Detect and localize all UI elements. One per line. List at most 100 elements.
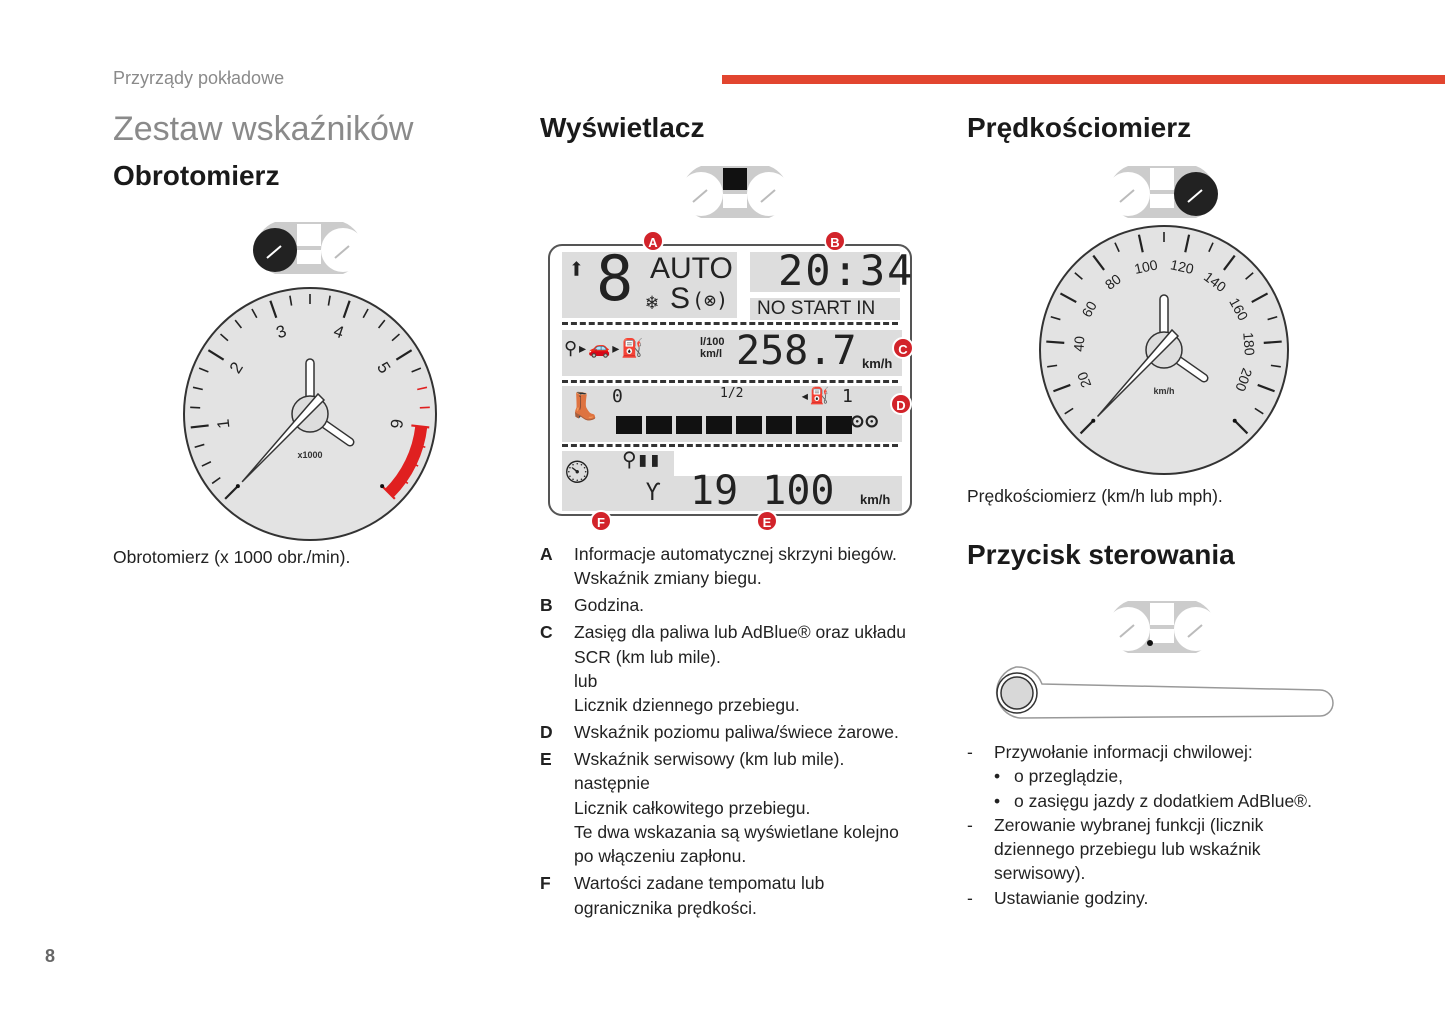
control-button-illustration xyxy=(995,666,1334,719)
fuel-scale-empty: 0 xyxy=(612,386,623,407)
fuel-scale-half: 1/2 xyxy=(720,386,744,401)
gauge-tick xyxy=(419,406,430,409)
gauge-tick xyxy=(1267,315,1278,321)
list-item: -Ustawianie godziny. xyxy=(967,886,1367,910)
gauge-tick xyxy=(269,300,278,319)
gauge-tick xyxy=(417,386,428,391)
legend-text: ogranicznika prędkości. xyxy=(574,897,757,918)
list-text: Ustawianie godziny. xyxy=(994,887,1149,908)
gauge-tick xyxy=(1184,234,1191,253)
legend-item: A Informacje automatycznej skrzyni biegów… xyxy=(540,542,940,591)
gauge-label: 1 xyxy=(214,418,234,430)
gauge-tick xyxy=(251,308,258,319)
instrument-display: ⬆ 8 AUTO ❄ S (⊗) 20:34 NO START IN ⚲▸🚗▸⛽… xyxy=(548,230,915,532)
gauge-tick xyxy=(377,319,386,329)
wrench-icon: Ƴ xyxy=(646,478,661,506)
gauge-tick xyxy=(207,349,225,361)
gauge-tick xyxy=(1208,242,1214,253)
gauge-tick xyxy=(219,333,229,342)
gauge-tick xyxy=(395,349,413,361)
gauge-label: 120 xyxy=(1169,256,1195,277)
gauge-tick xyxy=(1257,383,1275,393)
stop-start-icon: (⊗) xyxy=(692,288,729,312)
gauge-unit: x1000 xyxy=(297,450,322,460)
gauge-label: 6 xyxy=(386,418,406,430)
gauge-tick xyxy=(342,300,351,319)
cluster-icon-display xyxy=(679,166,791,218)
gauge-label: 40 xyxy=(1070,335,1087,352)
legend-text: następnie xyxy=(574,773,650,794)
fuel-level-bar xyxy=(616,416,852,434)
gauge-tick xyxy=(211,477,221,485)
legend-key: D xyxy=(540,722,553,743)
clock: 20:34 xyxy=(778,246,915,295)
gear-indicator: 8 xyxy=(596,242,634,315)
gauge-tick xyxy=(1046,340,1065,344)
gauge-label: 180 xyxy=(1240,332,1258,357)
legend-key: A xyxy=(540,544,553,564)
gauge-tick xyxy=(391,333,401,342)
gauge-tick xyxy=(1074,272,1083,280)
gauge-tick xyxy=(194,443,205,448)
display-heading: Wyświetlacz xyxy=(540,112,705,143)
range-unit: km/h xyxy=(862,356,893,371)
list-text: serwisowy). xyxy=(994,863,1086,884)
list-item: serwisowy). xyxy=(967,861,1367,885)
glow-plug-icon: ʘʘ xyxy=(850,406,879,434)
gauge-tick xyxy=(1270,364,1281,368)
gauge-tick xyxy=(1233,419,1249,435)
gauge-tick xyxy=(1137,234,1144,253)
list-text: o przeglądzie, xyxy=(1014,766,1123,787)
page-number: 8 xyxy=(45,946,56,966)
legend-text: Informacje automatycznej skrzyni biegów. xyxy=(574,544,897,564)
trip-icons: ⚲▸🚗▸⛽ xyxy=(564,338,644,359)
sport-mode: S xyxy=(670,282,691,315)
badge-f: F xyxy=(590,510,612,532)
cruise-control-icon: ⏲ xyxy=(564,452,591,492)
snowflake-icon: ❄ xyxy=(646,290,659,314)
gauge-tick xyxy=(327,295,331,306)
list-text: Zerowanie wybranej funkcji (licznik xyxy=(994,814,1264,835)
speedometer-heading: Prędkościomierz xyxy=(967,112,1192,143)
cluster-icon-speedo xyxy=(1106,166,1218,218)
gauge-tick xyxy=(1245,272,1254,280)
legend-text: Licznik całkowitego przebiegu. xyxy=(574,797,811,818)
section-header: Przyrządy pokładowe xyxy=(113,68,285,88)
gauge-tick xyxy=(1064,407,1074,415)
gauge-tick xyxy=(224,485,239,500)
legend-text: Wskaźnik zmiany biegu. xyxy=(574,568,762,589)
header-accent-bar xyxy=(722,75,1445,84)
control-button-heading: Przycisk sterowania xyxy=(967,539,1235,570)
gauge-tick xyxy=(1050,315,1061,321)
gauge-tick xyxy=(190,424,209,429)
tachometer-caption: Obrotomierz (x 1000 obr./min). xyxy=(113,547,351,567)
range-value: 258.7 xyxy=(736,328,857,374)
gauge-tick xyxy=(362,308,369,319)
legend-key: E xyxy=(540,749,552,770)
gauge-tick xyxy=(201,461,212,467)
badge-e: E xyxy=(756,510,778,532)
badge-c: C xyxy=(892,337,914,359)
odometer-unit: km/h xyxy=(860,492,891,507)
list-item: •o zasięgu jazdy z dodatkiem AdBlue®. xyxy=(967,789,1367,813)
legend-text: lub xyxy=(574,670,598,691)
speedometer-caption: Prędkościomierz (km/h lub mph). xyxy=(967,486,1223,506)
page-title: Zestaw wskaźników xyxy=(113,110,414,148)
gauge-tick xyxy=(1223,254,1236,271)
gauge-tick xyxy=(1059,292,1077,304)
gauge-tick xyxy=(1251,292,1269,304)
gauge-tick xyxy=(234,319,243,329)
legend-text: SCR (km lub mile). xyxy=(574,646,721,667)
legend-text: po włączeniu zapłonu. xyxy=(574,846,747,867)
gauge-tick xyxy=(1263,340,1282,344)
gauge-tick xyxy=(198,367,209,373)
gauge-tick xyxy=(1047,364,1058,368)
gauge-label: 200 xyxy=(1232,366,1255,394)
gauge-tick xyxy=(192,386,203,391)
legend-text: Zasięg dla paliwa lub AdBlue® oraz układ… xyxy=(574,622,906,643)
gauge-label: 20 xyxy=(1074,370,1095,390)
